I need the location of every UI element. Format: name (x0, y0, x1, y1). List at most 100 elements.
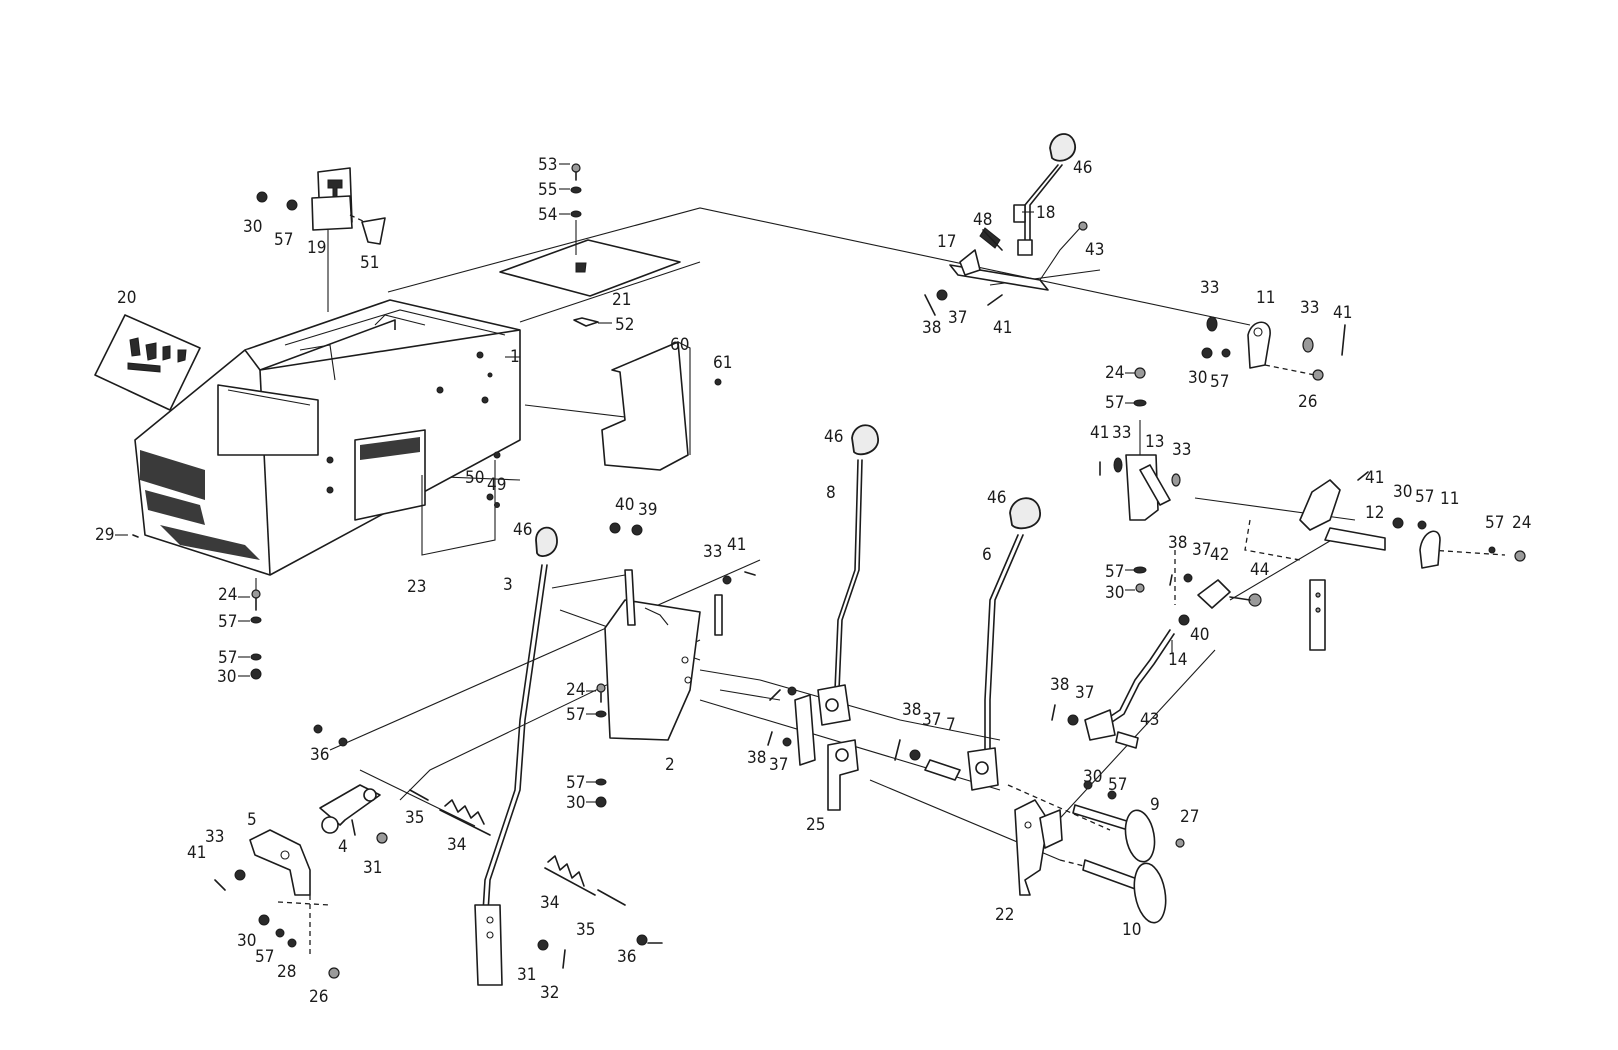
callout-5: 5 (247, 810, 257, 830)
callout-18: 18 (1036, 203, 1055, 223)
callout-41-right: 41 (1365, 468, 1384, 488)
callout-61: 61 (713, 353, 732, 373)
callout-52: 52 (615, 315, 634, 335)
shaft-part-12 (1299, 471, 1526, 651)
housing-fasteners (132, 534, 262, 680)
callout-21: 21 (612, 290, 631, 310)
callout-4: 4 (338, 837, 348, 857)
callout-14: 14 (1168, 650, 1187, 670)
callout-41-bracket13: 41 (1090, 423, 1109, 443)
lever-part-6 (967, 497, 1041, 791)
callout-24-housing: 24 (218, 585, 237, 605)
callout-49: 49 (487, 475, 506, 495)
callout-40-lever14: 40 (1190, 625, 1209, 645)
cover-plate-part-21 (499, 163, 681, 327)
callout-33-top-a: 33 (1200, 278, 1219, 298)
callout-37-top: 37 (948, 308, 967, 328)
callout-30-bracket2: 30 (566, 793, 585, 813)
callout-40-bracket2: 40 (615, 495, 634, 515)
callout-46-lever8: 46 (824, 427, 843, 447)
callout-2: 2 (665, 755, 675, 775)
callout-30-bracket13: 30 (1105, 583, 1124, 603)
callout-33-bracket13-a: 33 (1112, 423, 1131, 443)
callout-30-bracket5: 30 (237, 931, 256, 951)
callout-26-top: 26 (1298, 392, 1317, 412)
linkage-part-42 (1051, 573, 1262, 749)
lever-part-25 (767, 686, 961, 811)
callout-41-top-right: 41 (1333, 303, 1352, 323)
pedal-part-9 (1072, 780, 1185, 863)
callout-41-bracket2: 41 (727, 535, 746, 555)
bracket-part-2 (551, 522, 756, 808)
callout-41-bracket5: 41 (187, 843, 206, 863)
callout-57-bracket2-a: 57 (566, 705, 585, 725)
callout-57-housing-b: 57 (218, 648, 237, 668)
bracket-part-22 (1014, 799, 1063, 896)
callout-7: 7 (946, 715, 956, 735)
callout-25: 25 (806, 815, 825, 835)
callout-23: 23 (407, 577, 426, 597)
callout-34-bottom: 34 (540, 893, 559, 913)
callout-30-right: 30 (1393, 482, 1412, 502)
callout-36-bottom: 36 (617, 947, 636, 967)
callout-32: 32 (540, 983, 559, 1003)
callout-43-lever14: 43 (1140, 710, 1159, 730)
callout-37-bracket13: 37 (1192, 540, 1211, 560)
callout-8: 8 (826, 483, 836, 503)
side-cover-part-60 (601, 341, 722, 471)
callout-50: 50 (465, 468, 484, 488)
callout-39: 39 (638, 500, 657, 520)
callout-54: 54 (538, 205, 557, 225)
bracket-part-11-top (1201, 316, 1346, 381)
callout-33-bracket13-b: 33 (1172, 440, 1191, 460)
bracket-part-5 (214, 829, 340, 979)
assembly-lines (277, 207, 1506, 906)
callout-3: 3 (503, 575, 513, 595)
callout-57-top-right: 57 (1210, 372, 1229, 392)
callout-57-bracket2-b: 57 (566, 773, 585, 793)
callout-36-left: 36 (310, 745, 329, 765)
callout-33-bracket2: 33 (703, 542, 722, 562)
callout-11-top: 11 (1256, 288, 1275, 308)
callout-38-lever7: 38 (902, 700, 921, 720)
callout-48: 48 (973, 210, 992, 230)
gear-plate-part-19 (256, 167, 386, 312)
callout-35-left: 35 (405, 808, 424, 828)
bracket-part-4 (319, 784, 381, 836)
callout-17: 17 (937, 232, 956, 252)
callout-41-top: 41 (993, 318, 1012, 338)
callout-6: 6 (982, 545, 992, 565)
callout-9: 9 (1150, 795, 1160, 815)
callout-30-pedal: 30 (1083, 767, 1102, 787)
callout-46-lever3: 46 (513, 520, 532, 540)
callout-57-housing-a: 57 (218, 612, 237, 632)
springs-and-links (313, 724, 663, 969)
callout-20: 20 (117, 288, 136, 308)
callout-labels: 1 2 3 4 5 6 7 8 9 10 11 11 12 13 14 17 1… (95, 155, 1531, 1007)
callout-28: 28 (277, 962, 296, 982)
callout-10: 10 (1122, 920, 1141, 940)
bracket-part-13 (1099, 367, 1181, 593)
callout-24-bracket: 24 (566, 680, 585, 700)
callout-38-lever25: 38 (747, 748, 766, 768)
callout-37-lever7: 37 (922, 710, 941, 730)
callout-31-bottom: 31 (517, 965, 536, 985)
callout-13: 13 (1145, 432, 1164, 452)
callout-57-bracket13-a: 57 (1105, 393, 1124, 413)
callout-37-lever14: 37 (1075, 683, 1094, 703)
callout-12: 12 (1365, 503, 1384, 523)
callout-31-left: 31 (363, 858, 382, 878)
callout-26-bottom: 26 (309, 987, 328, 1007)
callout-57-right-b: 57 (1485, 513, 1504, 533)
callout-30-housing: 30 (217, 667, 236, 687)
callout-27: 27 (1180, 807, 1199, 827)
callout-11-right: 11 (1440, 489, 1459, 509)
callout-42: 42 (1210, 545, 1229, 565)
callout-57-pedal: 57 (1108, 775, 1127, 795)
callout-46-top: 46 (1073, 158, 1092, 178)
callout-30-top-right: 30 (1188, 368, 1207, 388)
callout-38-top: 38 (922, 318, 941, 338)
housing-part-1 (134, 299, 521, 576)
callout-53: 53 (538, 155, 557, 175)
